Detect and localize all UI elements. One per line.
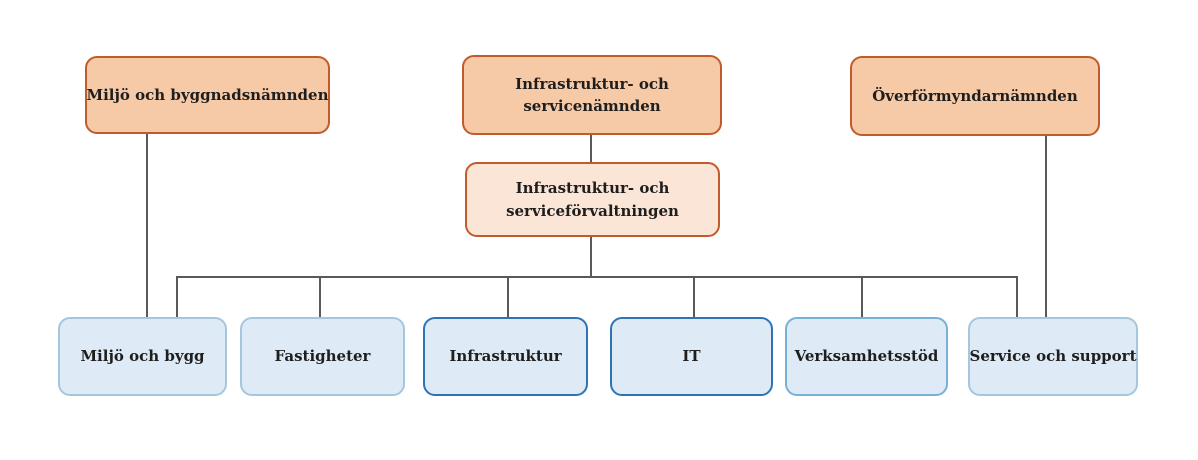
node-verksamhetsstod: Verksamhetsstöd xyxy=(785,317,948,396)
node-label: Infrastruktur- och servicenämnden xyxy=(515,74,669,116)
node-overformyndarnamnden: Överförmyndarnämnden xyxy=(850,56,1100,136)
connector-branch-drop-dept1 xyxy=(176,277,178,318)
connector-board1-to-dept1 xyxy=(146,133,148,318)
node-infrastruktur-och-servicenamnden: Infrastruktur- och servicenämnden xyxy=(462,55,722,135)
node-infrastruktur-och-serviceforvaltningen: Infrastruktur- och serviceförvaltningen xyxy=(465,162,720,237)
connector-branch-drop-dept6 xyxy=(1016,277,1018,318)
connector-board3-to-dept6 xyxy=(1045,135,1047,318)
node-label: Fastigheter xyxy=(274,347,371,366)
node-label: IT xyxy=(682,347,701,366)
node-label: Infrastruktur xyxy=(449,347,562,366)
connector-administration-to-branch xyxy=(590,236,592,277)
node-label: Överförmyndarnämnden xyxy=(872,86,1078,105)
node-miljo-och-byggnadsnamnden: Miljö och byggnadsnämnden xyxy=(85,56,330,134)
node-label: Service och support xyxy=(969,347,1137,366)
connector-board2-to-administration xyxy=(590,134,592,163)
node-label: Miljö och byggnadsnämnden xyxy=(86,85,329,104)
node-fastigheter: Fastigheter xyxy=(240,317,405,396)
connector-branch-drop-dept5 xyxy=(861,277,863,318)
node-label: Verksamhetsstöd xyxy=(794,347,939,366)
node-it: IT xyxy=(610,317,773,396)
node-infrastruktur: Infrastruktur xyxy=(423,317,588,396)
node-service-och-support: Service och support xyxy=(968,317,1138,396)
node-label: Infrastruktur- och serviceförvaltningen xyxy=(506,179,679,220)
node-miljo-och-bygg: Miljö och bygg xyxy=(58,317,227,396)
connector-branch-drop-dept2 xyxy=(319,277,321,318)
connector-branch-drop-dept4 xyxy=(693,277,695,318)
connector-branch-horizontal xyxy=(176,276,1018,278)
node-label: Miljö och bygg xyxy=(80,347,205,366)
connector-branch-drop-dept3 xyxy=(507,277,509,318)
